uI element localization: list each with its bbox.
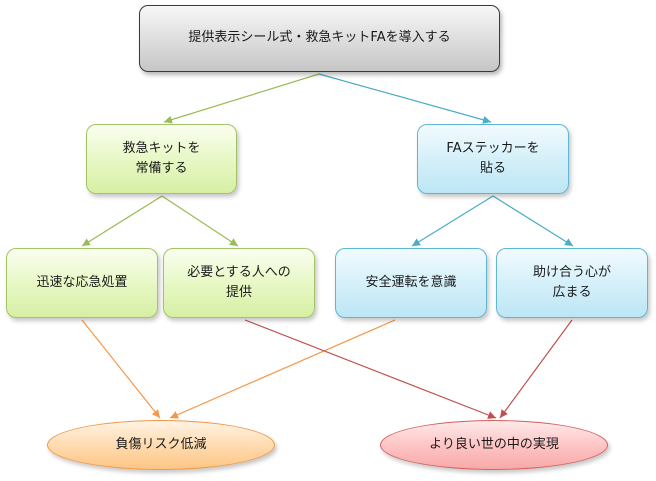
safe-driving-node: 安全運転を意識: [335, 248, 487, 318]
arrow-kit-to-quick: [81, 195, 163, 247]
reduce-injury-node: 負傷リスク低減: [47, 420, 275, 470]
arrow-help-to-society: [499, 319, 573, 419]
arrow-sticker-to-safe: [411, 195, 494, 247]
arrow-root-to-sticker: [318, 73, 492, 124]
arrow-root-to-kit: [163, 73, 320, 124]
better-society-node: より良い世の中の実現: [380, 420, 608, 470]
arrow-kit-to-provide: [161, 195, 239, 247]
root-node: 提供表示シール式・救急キットFAを導入する: [139, 5, 500, 72]
arrow-quick-to-injury: [81, 319, 161, 419]
sticker-node: FAステッカーを 貼る: [417, 124, 569, 194]
provide-node: 必要とする人への 提供: [163, 248, 315, 318]
kit-node: 救急キットを 常備する: [86, 124, 237, 194]
arrow-safe-to-injury: [169, 319, 396, 419]
arrow-provide-to-society: [244, 319, 497, 419]
quick-response-node: 迅速な応急処置: [6, 248, 158, 318]
help-spread-node: 助け合う心が 広まる: [496, 248, 648, 318]
arrow-sticker-to-help: [492, 195, 574, 247]
